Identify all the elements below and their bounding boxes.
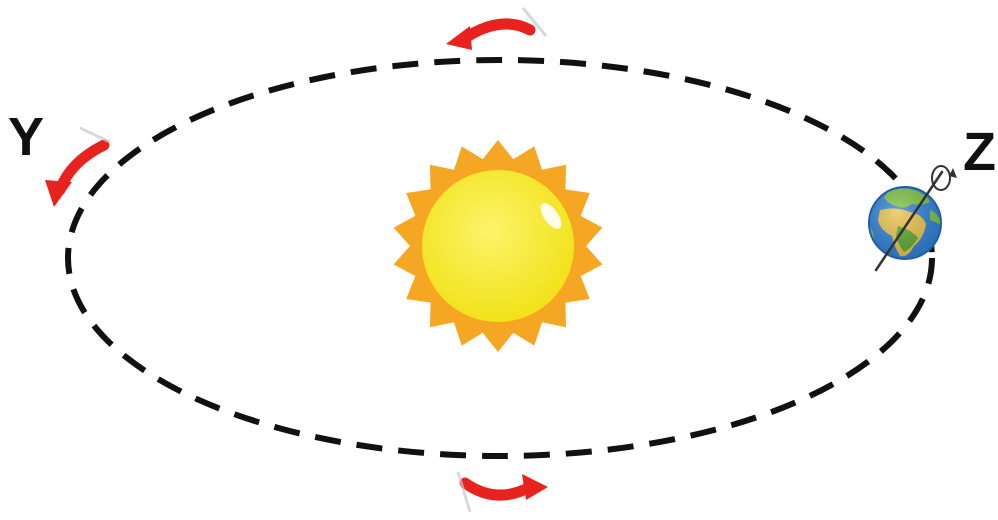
sun-icon (394, 140, 603, 352)
curved-arrow-icon (45, 128, 110, 207)
position-label-z: Z (963, 125, 996, 179)
curved-arrow-icon (446, 8, 546, 50)
curved-arrow-icon (458, 472, 548, 512)
earth-icon (862, 166, 957, 270)
position-label-y: Y (8, 110, 44, 164)
sun-core (422, 170, 574, 322)
rotation-arrow-icon (932, 166, 957, 190)
